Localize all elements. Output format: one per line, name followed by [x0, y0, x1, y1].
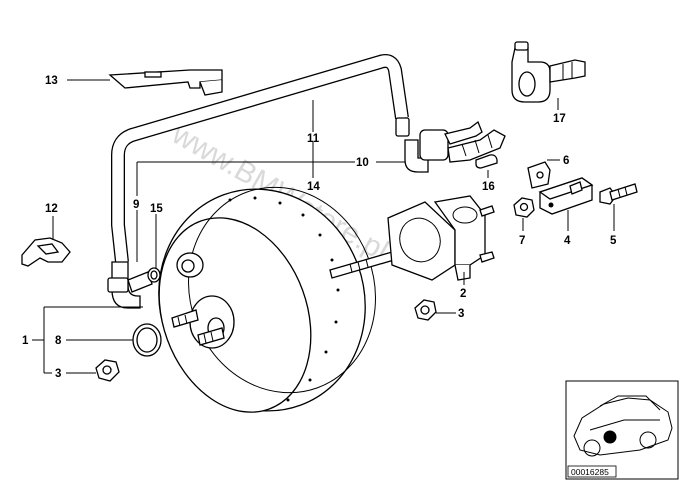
nut-part-3-rear: [414, 299, 437, 321]
reference-code: 00016285: [571, 467, 609, 477]
grommet-part-15: [147, 267, 161, 283]
label-9: 9: [133, 199, 139, 211]
elbow-connector-part-9: [107, 261, 153, 309]
label-3-rear: 3: [458, 308, 464, 320]
angle-fitting-part-17: [511, 41, 586, 103]
label-6: 6: [563, 155, 569, 167]
switch-block-part-4: [538, 177, 594, 215]
label-13: 13: [45, 75, 58, 87]
label-5: 5: [610, 235, 617, 247]
o-ring-part-8: [132, 323, 162, 357]
label-10: 10: [356, 157, 369, 169]
label-15: 15: [150, 203, 163, 215]
label-11: 11: [307, 133, 320, 145]
nut-part-7: [513, 197, 535, 218]
label-17: 17: [553, 113, 566, 125]
location-marker-icon: [603, 430, 617, 444]
vacuum-hose-part-11: [111, 54, 410, 263]
label-3-front: 3: [55, 368, 61, 380]
nut-part-3-front: [95, 359, 120, 382]
brake-booster-part-14: [158, 186, 376, 413]
label-2: 2: [460, 288, 466, 300]
leader-lines: [32, 79, 615, 374]
label-12: 12: [45, 203, 58, 215]
clip-part-12: [21, 237, 71, 267]
label-16: 16: [482, 181, 495, 193]
label-1: 1: [22, 335, 29, 347]
label-4: 4: [564, 235, 571, 247]
bracket-part-13: [108, 69, 223, 96]
check-valve-part-10: [404, 120, 506, 173]
label-8: 8: [55, 335, 62, 347]
label-7: 7: [519, 235, 525, 247]
vehicle-inset: 00016285: [565, 380, 679, 480]
bolt-part-5: [599, 183, 638, 205]
adapter-housing-part-2: [387, 195, 495, 281]
label-14: 14: [307, 181, 320, 193]
part-labels: 13 11 10 14 16 6 17 9 15 12 7 4 5 2 3 1 …: [22, 75, 617, 380]
bracket-part-6: [527, 161, 551, 189]
plug-part-16: [475, 154, 498, 169]
